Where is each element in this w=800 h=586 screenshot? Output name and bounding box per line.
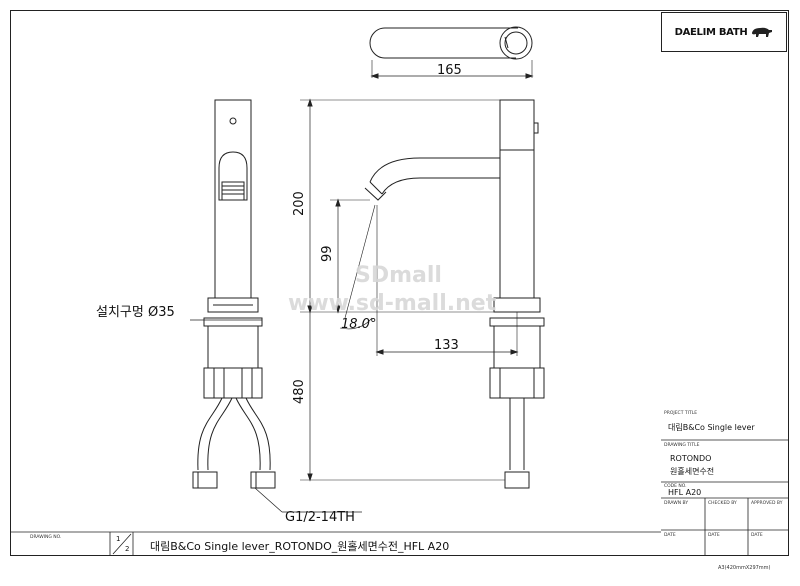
dim-height-480: 480 [292,379,307,404]
watermark-line1: SDmall [355,263,442,288]
polar-bear-icon [752,27,773,37]
approved-by-label: APPROVED BY [751,501,783,506]
sheet-number: 1 [116,535,121,543]
logo-text: DAELIM BATH [674,26,748,38]
dim-height-99: 99 [320,245,335,262]
title-block-grid [10,439,789,556]
drawing-no-label: DRAWING NO. [30,535,62,540]
date-label-3: DATE [751,533,763,538]
hole-label: 설치구멍 Ø35 [96,305,175,320]
side-view [300,98,545,489]
date-label-2: DATE [708,533,720,538]
code-label: CODE NO. [664,484,687,489]
code-value: HFL A20 [668,488,702,497]
front-view [190,99,362,513]
drawn-by-label: DRAWN BY [664,501,689,506]
project-title-label: PROJECT TITLE [664,411,698,416]
sheet-total: 2 [125,545,130,553]
thread-label: G1/2-14TH [285,510,355,525]
dim-reach: 133 [434,338,459,353]
watermark-line2: www.sd-mall.net [288,291,497,316]
dim-height-200: 200 [292,191,307,216]
dim-angle: 18.0° [341,317,376,332]
dim-top-width: 165 [437,63,462,78]
drawing-title-1: ROTONDO [670,454,712,463]
drawing-frame [10,10,789,556]
paper-size: A3(420mmX297mm) [718,565,771,571]
project-title: 대림B&Co Single lever [668,423,755,432]
drawing-title-2: 원홀세면수전 [670,467,715,476]
date-label-1: DATE [664,533,676,538]
brand-logo: DAELIM BATH [661,12,787,52]
drawing-title-label: DRAWING TITLE [664,443,700,448]
drawing-full-title: 대림B&Co Single lever_ROTONDO_원홀세면수전_HFL A… [150,540,450,553]
top-view [369,26,534,79]
checked-by-label: CHECKED BY [708,501,737,506]
